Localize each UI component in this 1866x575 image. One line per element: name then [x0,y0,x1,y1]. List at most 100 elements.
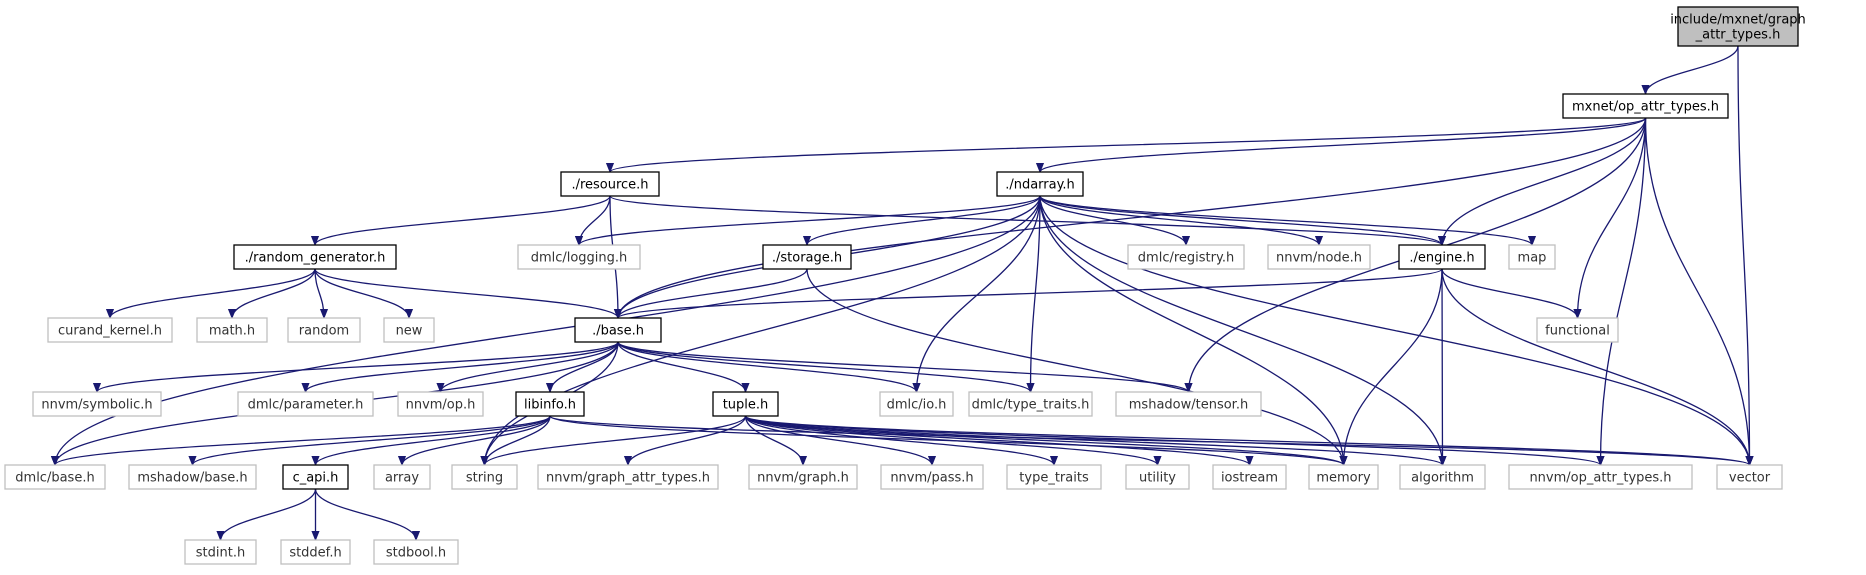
node-map: map [1508,244,1556,270]
node-box [32,391,162,417]
node-resource[interactable]: ./resource.h [560,171,660,197]
edge-random-generator-to-new [314,268,409,319]
edge-ndarray-to-dmlc-logging [579,195,1041,246]
node-box [1399,464,1486,490]
node-box [1115,391,1262,417]
node-label: curand_kernel.h [58,324,162,339]
node-ndarray[interactable]: ./ndarray.h [996,171,1084,197]
node-label: nnvm/op.h [406,398,476,413]
edge-tuple-to-iostream [744,415,1250,466]
node-box [1267,244,1371,270]
node-iostream: iostream [1212,464,1287,490]
node-dmlc-base: dmlc/base.h [4,464,106,490]
node-box [47,317,173,343]
node-nnvm-op-attr-types: nnvm/op_attr_types.h [1508,464,1693,490]
node-engine[interactable]: ./engine.h [1398,244,1486,270]
node-label: random [299,324,349,339]
node-label: ./resource.h [571,178,648,193]
node-label: vector [1729,471,1771,486]
node-box [233,244,397,270]
node-libinfo[interactable]: libinfo.h [515,391,585,417]
node-box [1212,464,1287,490]
node-random-generator[interactable]: ./random_generator.h [233,244,397,270]
node-label: tuple.h [723,398,769,413]
node-memory: memory [1308,464,1379,490]
node-box [748,464,858,490]
node-box [282,464,349,490]
node-box [196,317,268,343]
node-label: iostream [1221,471,1278,486]
node-utility: utility [1125,464,1190,490]
node-label: ./storage.h [772,251,842,266]
node-tuple[interactable]: tuple.h [712,391,779,417]
edge-libinfo-to-vector [549,415,1750,466]
node-label: mshadow/tensor.h [1129,398,1248,413]
node-box [1398,244,1486,270]
node-storage[interactable]: ./storage.h [762,244,852,270]
node-op-attr-types[interactable]: mxnet/op_attr_types.h [1562,93,1729,119]
edge-tuple-to-algorithm [744,415,1443,466]
node-dmlc-registry: dmlc/registry.h [1127,244,1245,270]
node-box [184,539,257,565]
edge-libinfo-to-dmlc-base [55,415,551,466]
edge-ndarray-to-engine [1039,195,1442,246]
node-stdbool: stdbool.h [373,539,459,565]
edge-ndarray-to-dmlc-type-traits [1031,195,1041,392]
node-nnvm-symbolic: nnvm/symbolic.h [32,391,162,417]
node-label: dmlc/base.h [15,471,94,486]
edge-base-to-nnvm-symbolic [97,341,619,393]
node-box [1536,317,1619,343]
node-base[interactable]: ./base.h [574,317,662,343]
node-label: nnvm/graph.h [757,471,849,486]
node-label: mxnet/op_attr_types.h [1572,100,1719,115]
node-stddef: stddef.h [280,539,351,565]
node-label: dmlc/parameter.h [248,398,364,413]
node-label: string [466,471,503,486]
node-nnvm-node: nnvm/node.h [1267,244,1371,270]
edge-random-generator-to-random [314,268,324,318]
node-box [280,539,351,565]
node-box [880,464,984,490]
node-label: map [1518,251,1547,266]
edge-tuple-to-string [485,415,747,466]
edge-engine-to-base [618,268,1443,319]
node-box [287,317,361,343]
node-label: nnvm/symbolic.h [41,398,152,413]
node-box [1716,464,1783,490]
node-label: nnvm/pass.h [890,471,973,486]
node-box [383,317,435,343]
edge-op-attr-types-to-functional [1578,117,1647,318]
node-box [515,391,585,417]
edge-tuple-to-nnvm-pass [744,415,933,466]
node-box [1125,464,1190,490]
node-root[interactable]: include/mxnet/graph_attr_types.h [1670,6,1806,47]
node-array: array [373,464,431,490]
node-box [1508,464,1693,490]
node-vector: vector [1716,464,1783,490]
node-label: libinfo.h [524,398,576,413]
edge-ndarray-to-memory [1039,195,1344,465]
node-label: ./random_generator.h [245,251,386,266]
node-algorithm: algorithm [1399,464,1486,490]
node-box [373,464,431,490]
edge-root-to-op-attr-types [1646,45,1739,95]
edge-random-generator-to-math [232,268,316,319]
edge-ndarray-to-map [1039,195,1532,246]
node-label: include/mxnet/graph [1670,13,1806,28]
edge-root-to-vector [1737,45,1750,465]
edge-tuple-to-nnvm-op-attr-types [744,415,1601,466]
node-box [1006,464,1102,490]
node-label: dmlc/registry.h [1138,251,1234,266]
node-box [4,464,106,490]
edge-engine-to-vector [1441,268,1750,465]
node-label: ./ndarray.h [1005,178,1075,193]
edge-ndarray-to-string [485,195,1041,465]
node-label: dmlc/type_traits.h [972,398,1090,413]
node-c-api[interactable]: c_api.h [282,464,349,490]
node-label: c_api.h [293,471,339,486]
node-label: functional [1545,324,1610,339]
edge-ndarray-to-storage [807,195,1041,246]
node-label: mshadow/base.h [137,471,247,486]
edge-storage-to-memory [806,268,1344,465]
